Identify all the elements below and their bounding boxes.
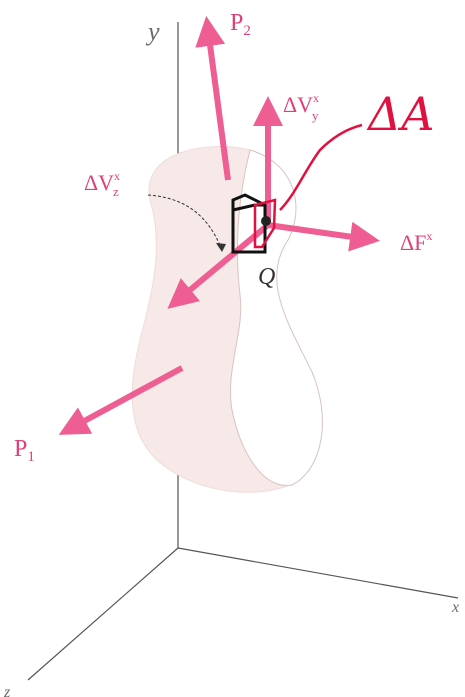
dfx-label: ΔFx — [400, 229, 432, 255]
body-cut-section — [230, 149, 323, 486]
p1-arrow — [58, 365, 184, 435]
z-axis-line — [27, 547, 179, 681]
deformable-body — [131, 146, 323, 493]
x-axis-label: x — [451, 599, 459, 616]
dvz-arrow — [167, 222, 270, 309]
p2-arrow — [195, 16, 231, 181]
p1-label: P1 — [14, 436, 35, 465]
dvz-leader-head — [216, 243, 226, 252]
area-highlight — [253, 198, 277, 249]
dvz-leader-line — [147, 194, 223, 251]
area-annotation-label: ΔA — [366, 87, 434, 141]
z-axis-label: z — [3, 684, 11, 697]
point-q-dot — [261, 216, 271, 226]
force-arrows — [58, 16, 380, 435]
x-axis-line — [177, 547, 459, 599]
area-annotation: ΔA — [279, 87, 434, 211]
annotation-leader — [279, 123, 363, 211]
area-element — [231, 193, 277, 254]
p2-label: P2 — [230, 10, 251, 39]
dfx-arrow — [267, 221, 380, 252]
point-q-label: Q — [258, 264, 275, 290]
y-axis-label: y — [145, 17, 160, 46]
